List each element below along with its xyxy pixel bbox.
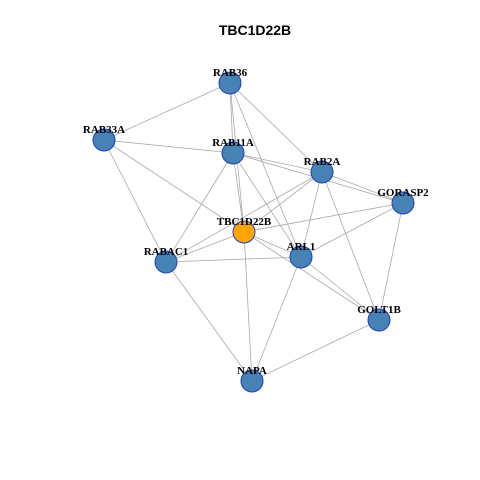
edge-gorasp2-tbc1d22b — [243, 202, 404, 233]
node-label-arl1: ARL1 — [287, 241, 316, 253]
diagram-title: TBC1D22B — [219, 22, 291, 38]
edge-arl1-napa — [251, 256, 302, 382]
edge-rabac1-arl1 — [165, 256, 302, 263]
edge-tbc1d22b-rabac1 — [165, 231, 245, 263]
node-label-tbc1d22b: TBC1D22B — [217, 216, 272, 228]
node-rabac1[interactable] — [154, 250, 178, 274]
node-rab11a[interactable] — [221, 141, 245, 165]
edge-rab33a-rabac1 — [103, 139, 167, 263]
edge-gorasp2-golt1b — [378, 202, 404, 321]
edge-rab2a-tbc1d22b — [243, 171, 323, 233]
node-rab33a[interactable] — [92, 128, 116, 152]
node-label-rab33a: RAB33A — [83, 124, 125, 136]
edge-rab11a-tbc1d22b — [232, 152, 245, 233]
node-golt1b[interactable] — [367, 308, 391, 332]
edge-tbc1d22b-napa — [243, 231, 253, 382]
edge-rab11a-arl1 — [232, 152, 302, 258]
node-label-rab36: RAB36 — [213, 67, 248, 79]
node-label-golt1b: GOLT1B — [357, 304, 401, 316]
node-label-rab2a: RAB2A — [304, 156, 341, 168]
edge-rab2a-arl1 — [300, 171, 323, 258]
edge-rab2a-golt1b — [321, 171, 380, 321]
edge-rab36-arl1 — [229, 82, 302, 258]
edge-rab36-rab2a — [229, 82, 323, 173]
edge-golt1b-napa — [251, 319, 380, 382]
node-label-gorasp2: GORASP2 — [377, 187, 429, 199]
node-label-napa: NAPA — [237, 365, 267, 377]
edge-rab11a-rab2a — [232, 152, 323, 173]
edge-rabac1-napa — [165, 261, 253, 382]
edge-gorasp2-arl1 — [300, 202, 404, 258]
edge-rab33a-tbc1d22b — [103, 139, 245, 233]
edge-rab2a-rabac1 — [165, 171, 323, 263]
node-tbc1d22b[interactable] — [232, 220, 256, 244]
edge-rab36-rab33a — [103, 82, 231, 141]
node-napa[interactable] — [240, 369, 264, 393]
node-label-rabac1: RABAC1 — [144, 246, 189, 258]
edge-arl1-golt1b — [300, 256, 380, 321]
edge-rab36-rab11a — [229, 82, 234, 154]
node-gorasp2[interactable] — [391, 191, 415, 215]
node-rab36[interactable] — [218, 71, 242, 95]
node-rab2a[interactable] — [310, 160, 334, 184]
node-arl1[interactable] — [289, 245, 313, 269]
edge-tbc1d22b-golt1b — [243, 231, 380, 321]
edge-rab2a-gorasp2 — [321, 171, 404, 204]
edge-rab11a-rabac1 — [165, 152, 234, 263]
edge-rab33a-rab11a — [103, 139, 234, 154]
node-layer — [92, 71, 415, 393]
node-label-rab11a: RAB11A — [212, 137, 254, 149]
